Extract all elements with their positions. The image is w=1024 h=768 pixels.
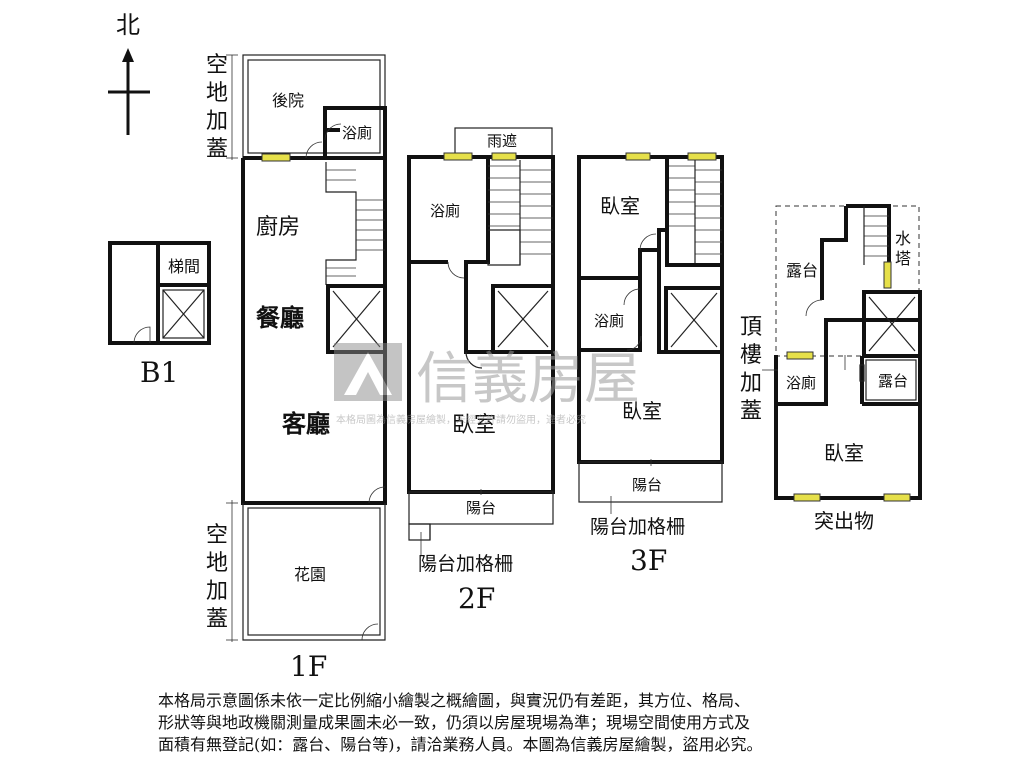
disclaimer-line-3: 面積有無登記(如：露台、陽台等)，請洽業務人員。本圖為信義房屋繪製，盜用必究。 [158, 735, 763, 754]
f1-side-bottom-3: 蓋 [206, 607, 228, 632]
f2-balcony-label: 陽台 [466, 499, 496, 517]
f2-bedroom-label: 臥室 [452, 413, 496, 438]
f1-bath-label: 浴廁 [342, 124, 372, 142]
roof-protrusion-label: 突出物 [814, 509, 874, 533]
f1-dining-label: 餐廳 [256, 303, 304, 332]
disclaimer-line-2: 形狀等與地政機關測量成果圖未必一致，仍須以房屋現場為準；現場空間使用方式及 [158, 713, 751, 732]
f2-note: 陽台加格柵 [418, 553, 513, 575]
f2-bath-label: 浴廁 [430, 202, 460, 220]
north-arrow: 北 [108, 11, 150, 135]
f3-note: 陽台加格柵 [590, 516, 685, 538]
f1-side-bottom-2: 加 [206, 579, 228, 604]
f1-side-top-1: 地 [206, 81, 228, 106]
watermark-logo [334, 343, 402, 401]
f1-living-label: 客廳 [282, 409, 330, 438]
f2-canopy-label: 雨遮 [487, 132, 517, 150]
floor-2f: 雨遮 浴廁 臥室 陽台 陽台加格柵 2F [407, 127, 555, 615]
watermark-small: 本格局圖為信義房屋繪製，未經允許請勿盜用，違者必究 [336, 413, 586, 426]
f3-balcony-label: 陽台 [632, 476, 662, 494]
disclaimer: 本格局示意圖係未依一定比例縮小繪製之概繪圖，與實況仍有差距，其方位、格局、 形狀… [158, 690, 878, 756]
watermark-brand: 信義房屋 [416, 347, 640, 412]
watermark: 信義房屋 本格局圖為信義房屋繪製，未經允許請勿盜用，違者必究 [334, 343, 640, 426]
roof-bedroom-label: 臥室 [824, 441, 864, 465]
floor-1f: 後院 浴廁 廚房 餐廳 客廳 花園 1F 空 地 加 蓋 空 地 加 蓋 [206, 53, 387, 683]
f1-side-bottom-0: 空 [206, 523, 228, 548]
roof-terrace-e-label: 露台 [878, 372, 908, 390]
roof-side-2: 加 [740, 371, 762, 396]
roof-bath-label: 浴廁 [786, 374, 816, 392]
roof-water-tower-1: 塔 [895, 249, 911, 268]
f1-side-top-2: 加 [206, 109, 228, 134]
f3-bath-label: 浴廁 [594, 312, 624, 330]
floor-3f: 臥室 浴廁 臥室 陽台 陽台加格柵 3F [577, 152, 724, 577]
f1-garden-label: 花園 [294, 565, 326, 584]
north-label: 北 [116, 11, 140, 39]
f3-floor-label: 3F [630, 544, 667, 577]
f1-side-top-0: 空 [206, 53, 228, 78]
f1-side-bottom-1: 地 [206, 551, 228, 576]
f1-floor-label: 1F [290, 650, 327, 683]
f1-kitchen-label: 廚房 [256, 215, 300, 240]
floor-b1: 梯間 B1 [108, 241, 211, 389]
b1-stair-label: 梯間 [168, 257, 200, 276]
f1-backyard-label: 後院 [272, 91, 304, 110]
f2-floor-label: 2F [458, 582, 495, 615]
roof-side-1: 樓 [740, 343, 762, 368]
b1-floor-label: B1 [140, 356, 178, 389]
disclaimer-line-1: 本格局示意圖係未依一定比例縮小繪製之概繪圖，與實況仍有差距，其方位、格局、 [158, 691, 751, 710]
f1-side-top-3: 蓋 [206, 137, 228, 162]
floor-roof: 露台 水 塔 浴廁 露台 臥室 突出物 頂 樓 加 蓋 [740, 204, 922, 533]
roof-side-0: 頂 [740, 315, 762, 340]
roof-water-tower-0: 水 [895, 229, 911, 248]
roof-terrace-w-label: 露台 [786, 261, 818, 280]
f3-bedroom-s-label: 臥室 [622, 399, 662, 423]
f3-bedroom-n-label: 臥室 [600, 194, 640, 218]
roof-side-3: 蓋 [740, 399, 762, 424]
